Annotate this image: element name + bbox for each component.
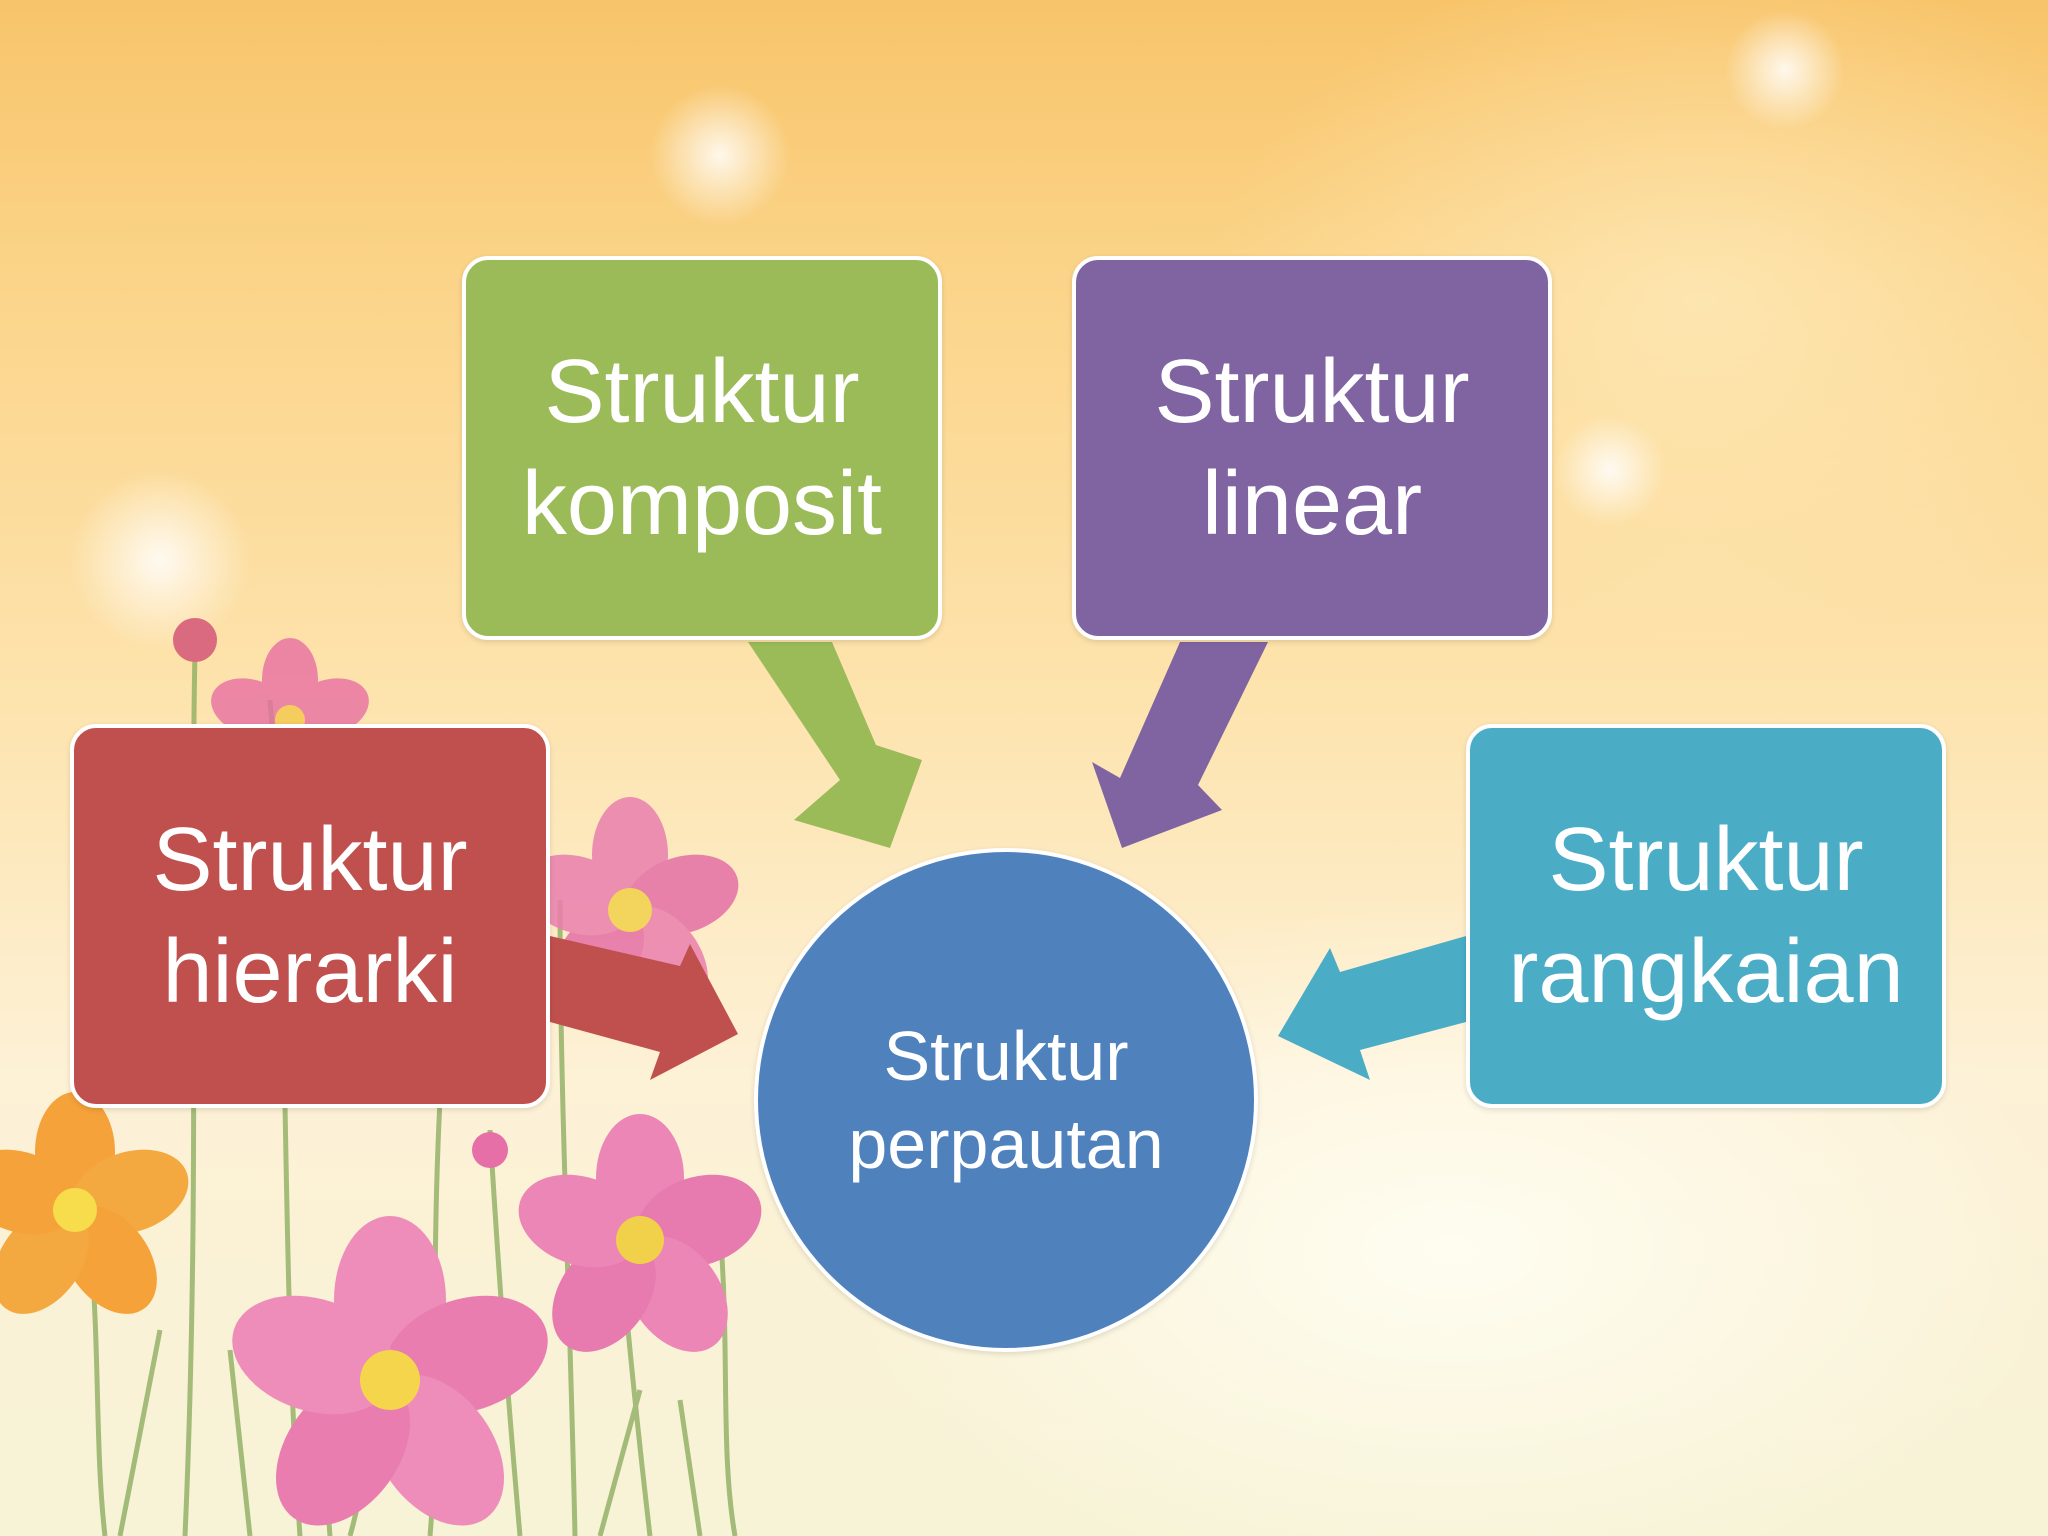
- node-struktur-komposit: Struktur komposit: [462, 256, 942, 640]
- node-struktur-rangkaian: Struktur rangkaian: [1466, 724, 1946, 1108]
- arrow-rangkaian-to-center: [1278, 936, 1466, 1080]
- node-label-line2: komposit: [521, 454, 883, 554]
- orange-cosmos-flower: [0, 1092, 189, 1314]
- arrow-linear-to-center: [1092, 642, 1268, 848]
- node-struktur-hierarki: Struktur hierarki: [70, 724, 550, 1108]
- center-node-struktur-perpautan: Struktur perpautan: [754, 848, 1258, 1352]
- center-label-line1: Struktur: [883, 1017, 1129, 1095]
- node-label-line1: Struktur: [152, 810, 468, 910]
- node-label-line1: Struktur: [1154, 342, 1470, 442]
- node-label-line2: rangkaian: [1508, 922, 1904, 1022]
- pink-cosmos-flower: [232, 1216, 548, 1526]
- node-label-line2: hierarki: [162, 922, 458, 1022]
- sky-glow: [1725, 10, 1845, 130]
- arrow-hierarki-to-center: [550, 936, 738, 1080]
- sky-glow: [70, 470, 250, 650]
- node-label-line1: Struktur: [544, 342, 860, 442]
- node-label-line1: Struktur: [1548, 810, 1864, 910]
- pink-cosmos-flower: [518, 1114, 762, 1352]
- sky-glow: [1555, 415, 1665, 525]
- center-label-line2: perpautan: [848, 1105, 1164, 1183]
- arrow-komposit-to-center: [748, 642, 922, 848]
- sky-glow: [650, 85, 790, 225]
- node-label-line2: linear: [1201, 454, 1423, 554]
- node-struktur-linear: Struktur linear: [1072, 256, 1552, 640]
